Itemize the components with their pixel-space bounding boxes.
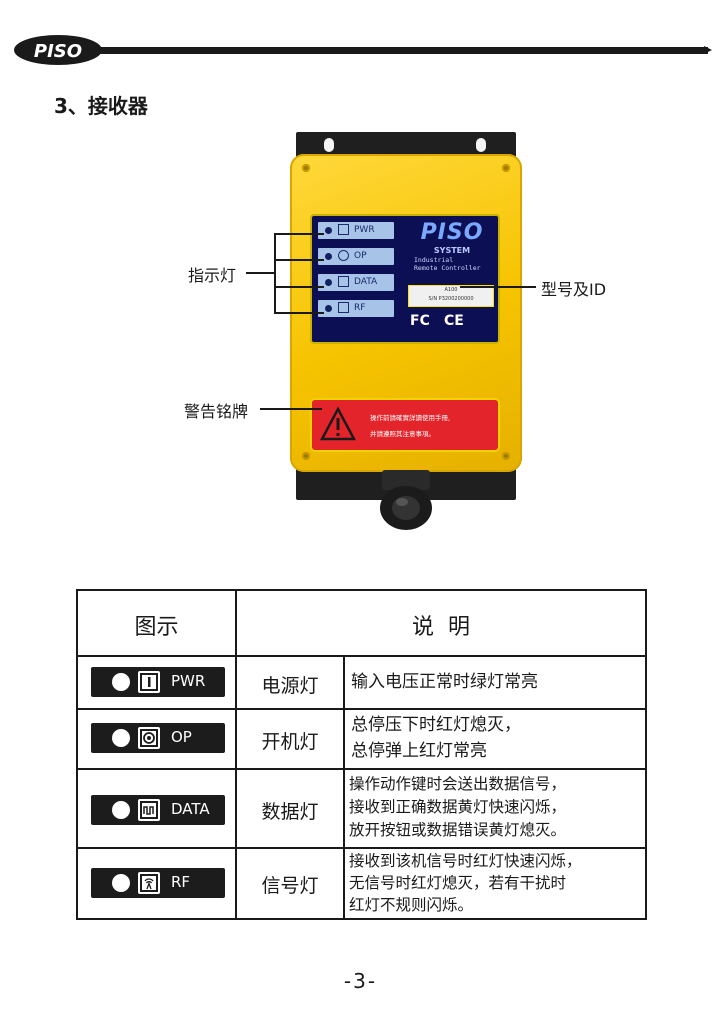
target-circle-icon <box>338 250 349 261</box>
callout-line <box>274 286 324 288</box>
screw <box>502 452 510 460</box>
warning-triangle-icon <box>320 406 356 441</box>
indicator-description: 红灯不规则闪烁。 <box>349 896 474 914</box>
table-header-description: 说 明 <box>412 615 470 640</box>
led-dot <box>112 801 130 819</box>
icon-label: RF <box>171 873 191 891</box>
power-bar-icon <box>138 671 160 693</box>
icon-op: OP <box>91 723 225 753</box>
ce-mark: CE <box>444 313 464 329</box>
warning-plate: 操作前請確實詳讀使用手冊, 并請遵照其注意事項。 <box>312 400 498 450</box>
callout-line <box>274 259 324 261</box>
antenna-icon <box>138 872 160 894</box>
warning-text: 并請遵照其注意事項。 <box>370 430 435 438</box>
page-number: -3- <box>343 969 378 993</box>
screw <box>302 452 310 460</box>
panel-subtitle: Remote Controller <box>414 264 481 272</box>
warning-text: 操作前請確實詳讀使用手冊, <box>370 414 451 422</box>
indicator-legend-table: 图示 说 明 PWR 电源灯 输入电压正常时绿灯常亮 OP 开机灯 总停压下时红… <box>76 589 647 920</box>
data-wave-icon <box>138 799 160 821</box>
fcc-mark: FC <box>410 313 430 329</box>
panel-system: SYSTEM <box>433 246 471 255</box>
indicator-label: OP <box>354 251 367 261</box>
callout-line <box>260 408 322 410</box>
led-dot <box>325 279 332 286</box>
callout-line <box>274 233 324 235</box>
callout-indicator: 指示灯 <box>188 266 237 285</box>
indicator-pwr: PWR <box>318 222 394 239</box>
indicator-description: 无信号时红灯熄灭，若有干扰时 <box>349 874 567 892</box>
indicator-name: 信号灯 <box>261 875 319 897</box>
serial-number: S/N P3200200000 <box>428 296 474 302</box>
model-number: A100 <box>444 287 458 293</box>
indicator-description: 总停弹上红灯常亮 <box>351 741 487 761</box>
indicator-name: 电源灯 <box>261 675 319 697</box>
table-divider <box>78 708 645 710</box>
indicator-data: DATA <box>318 274 394 291</box>
indicator-label: PWR <box>354 225 375 235</box>
front-panel: PWR OP DATA RF PISO SYSTEM Industrial Re… <box>312 216 498 342</box>
mounting-hole <box>324 138 334 152</box>
table-divider <box>78 847 645 849</box>
led-dot <box>112 729 130 747</box>
screw <box>502 164 510 172</box>
indicator-rf: RF <box>318 300 394 317</box>
indicator-description: 总停压下时红灯熄灭， <box>351 715 521 735</box>
indicator-label: RF <box>354 303 366 313</box>
led-dot <box>112 673 130 691</box>
antenna-icon <box>338 302 349 313</box>
power-bar-icon <box>338 224 349 235</box>
piso-logo: PISO <box>14 35 102 65</box>
indicator-description: 接收到正确数据黄灯快速闪烁， <box>349 798 567 816</box>
table-divider <box>343 655 345 918</box>
led-dot <box>325 253 332 260</box>
callout-warning-plate: 警告铭牌 <box>184 402 249 421</box>
table-header-icon: 图示 <box>134 615 179 640</box>
indicator-op: OP <box>318 248 394 265</box>
icon-label: OP <box>171 728 192 746</box>
indicator-description: 操作动作键时会送出数据信号， <box>349 775 567 793</box>
indicator-description: 输入电压正常时绿灯常亮 <box>351 672 538 692</box>
logo-text: PISO <box>34 41 82 62</box>
indicator-description: 放开按钮或数据错误黄灯熄灭。 <box>349 821 567 839</box>
indicator-name: 数据灯 <box>261 801 319 823</box>
indicator-name: 开机灯 <box>261 731 319 753</box>
callout-line <box>274 312 324 314</box>
callout-line <box>246 272 274 274</box>
led-dot <box>325 227 332 234</box>
table-divider <box>235 591 237 918</box>
icon-rf: RF <box>91 868 225 898</box>
led-dot <box>325 305 332 312</box>
panel-brand: PISO <box>420 220 484 245</box>
callout-bracket <box>274 233 276 313</box>
icon-label: PWR <box>171 672 206 690</box>
callout-model-id: 型号及ID <box>541 280 607 299</box>
target-circle-icon <box>138 727 160 749</box>
table-divider <box>78 655 645 657</box>
callout-line <box>460 286 536 288</box>
led-dot <box>112 874 130 892</box>
icon-label: DATA <box>171 800 210 818</box>
data-wave-icon <box>338 276 349 287</box>
panel-subtitle: Industrial <box>414 256 454 264</box>
indicator-label: DATA <box>354 277 378 287</box>
screw <box>302 164 310 172</box>
receiver-photo: PWR OP DATA RF PISO SYSTEM Industrial Re… <box>290 132 522 532</box>
indicator-description: 接收到该机信号时红灯快速闪烁， <box>349 852 582 870</box>
table-divider <box>78 768 645 770</box>
icon-pwr: PWR <box>91 667 225 697</box>
mounting-hole <box>476 138 486 152</box>
cable-gland <box>380 470 432 530</box>
model-id-label: A100 S/N P3200200000 <box>408 285 494 307</box>
section-title: 3、接收器 <box>54 94 148 118</box>
header-rule <box>96 46 712 54</box>
receiver-housing: PWR OP DATA RF PISO SYSTEM Industrial Re… <box>290 154 522 472</box>
icon-data: DATA <box>91 795 225 825</box>
